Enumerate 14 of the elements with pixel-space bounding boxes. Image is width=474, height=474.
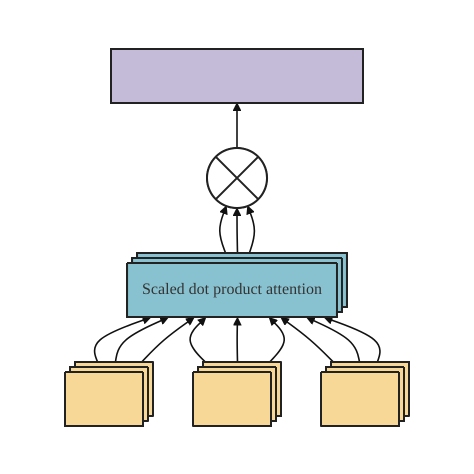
arrow: [232, 207, 242, 254]
arrow: [268, 316, 285, 363]
arrow: [324, 316, 381, 362]
arrow: [94, 316, 151, 362]
arrow: [140, 316, 194, 363]
arrow: [218, 205, 228, 254]
arrow: [189, 316, 206, 363]
arrow: [232, 316, 242, 362]
arrow: [114, 316, 169, 362]
arrow: [280, 316, 334, 363]
arrow: [246, 205, 256, 254]
node-box: [110, 48, 364, 104]
arrow: [306, 316, 360, 362]
arrow: [232, 102, 242, 148]
